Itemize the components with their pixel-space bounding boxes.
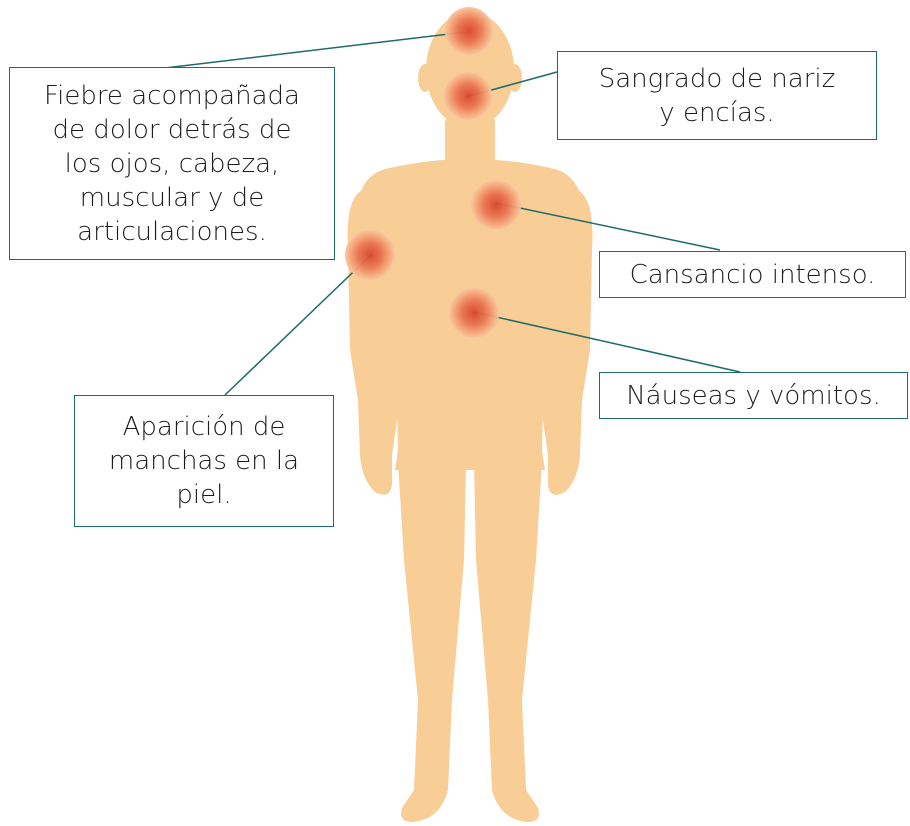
- callout-cansancio-line-1: Cansancio intenso.: [629, 259, 876, 290]
- callout-sangrado-line-1: Sangrado de nariz: [598, 63, 836, 94]
- connector-fiebre: [164, 31, 467, 69]
- spot-head: [445, 7, 493, 55]
- callout-cansancio: Cansancio intenso.: [599, 251, 906, 298]
- callout-fiebre-line-4: muscular y de: [79, 182, 265, 213]
- spot-shoulder: [345, 230, 395, 280]
- callout-nauseas: Náuseas y vómitos.: [599, 372, 908, 419]
- callout-sangrado-line-2: y encías.: [659, 97, 775, 128]
- callout-manchas-line-1: Aparición de: [122, 412, 286, 442]
- spot-face: [444, 72, 492, 120]
- connector-nauseas: [473, 311, 741, 373]
- callout-nauseas-line-1: Náuseas y vómitos.: [626, 380, 881, 411]
- connector-manchas: [224, 253, 373, 396]
- callout-manchas-line-2: manchas en la: [108, 446, 300, 476]
- spot-abdomen: [449, 288, 499, 338]
- callout-manchas-line-3: piel.: [176, 480, 232, 510]
- connector-lines: [164, 31, 741, 396]
- callout-fiebre-line-1: Fiebre acompañada: [44, 80, 300, 111]
- callout-fiebre-line-5: articulaciones.: [77, 216, 267, 247]
- symptom-spots: [345, 7, 521, 338]
- callout-fiebre-line-3: los ojos, cabeza,: [64, 148, 280, 179]
- human-silhouette: [347, 12, 593, 822]
- callout-manchas: Aparición de manchas en la piel.: [74, 395, 334, 527]
- spot-chest: [471, 180, 521, 230]
- callout-fiebre-line-2: de dolor detrás de: [52, 114, 292, 145]
- callout-fiebre: Fiebre acompañada de dolor detrás de los…: [9, 67, 335, 260]
- callout-sangrado: Sangrado de nariz y encías.: [557, 51, 877, 140]
- connector-cansancio: [495, 202, 721, 251]
